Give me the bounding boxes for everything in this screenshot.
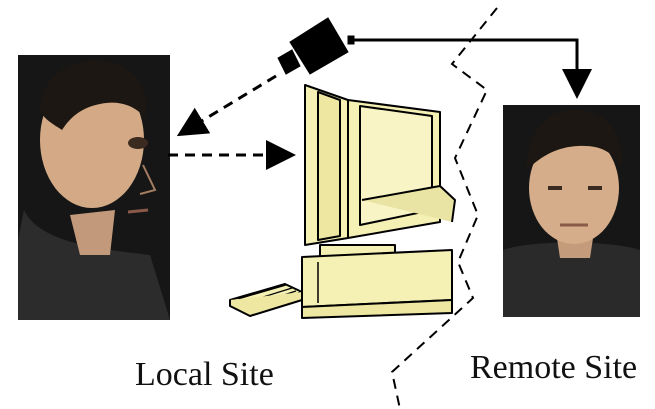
site-boundary-dashed-line xyxy=(390,7,498,409)
remote-person-photo xyxy=(503,105,640,317)
camera-to-remote-arrow xyxy=(352,38,592,99)
computer-workstation-icon xyxy=(229,84,456,319)
camera-to-local-dashed-arrow xyxy=(176,74,277,137)
local-site-label: Local Site xyxy=(135,356,274,393)
video-camera-icon xyxy=(277,17,355,75)
local-person-photo xyxy=(18,55,170,320)
remote-site-label: Remote Site xyxy=(470,349,638,386)
